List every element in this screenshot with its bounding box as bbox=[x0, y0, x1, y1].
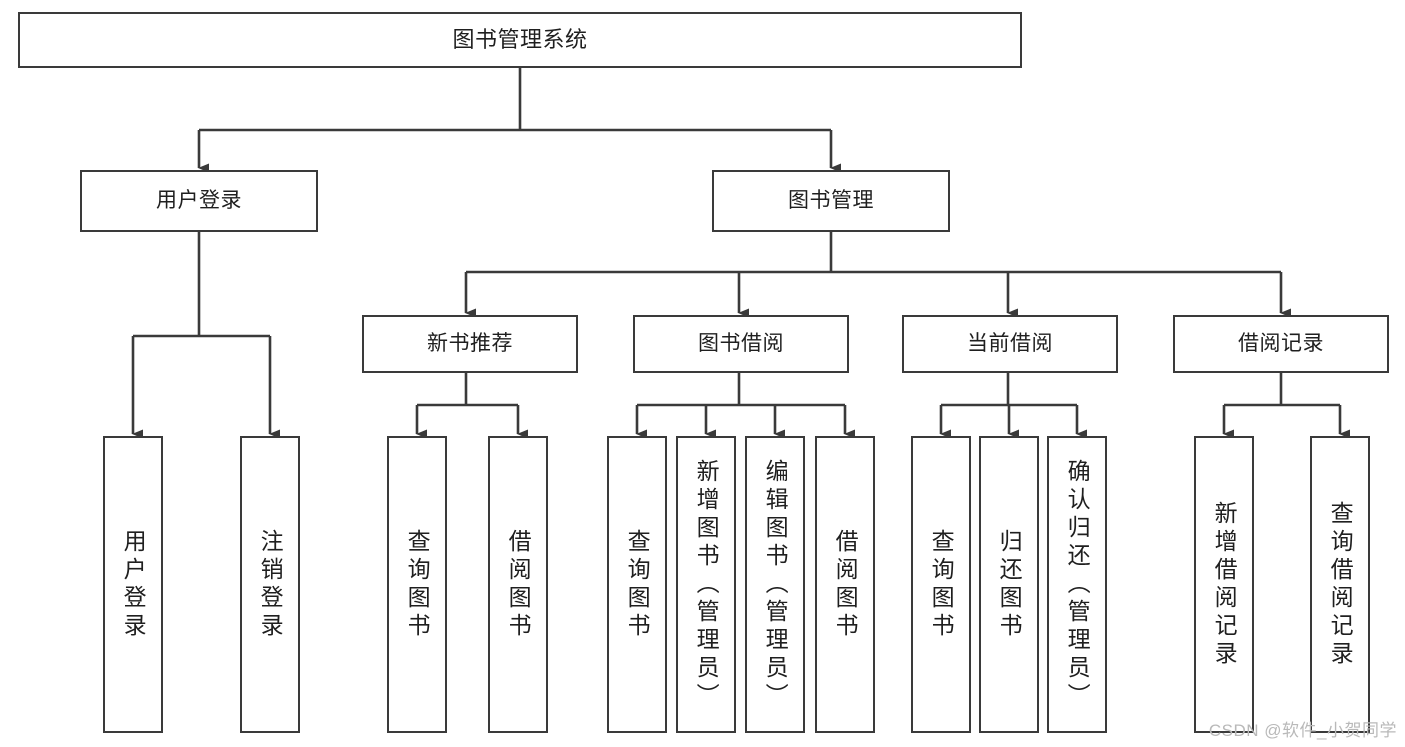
node-book-borrow[interactable]: 图书借阅 bbox=[633, 315, 849, 373]
node-label: 借阅记录 bbox=[1238, 331, 1324, 355]
leaf-logout-login[interactable]: 注销登录 bbox=[240, 436, 300, 733]
node-label: 查询借阅记录 bbox=[1327, 500, 1354, 669]
node-label: 借阅图书 bbox=[832, 528, 859, 641]
node-label: 新书推荐 bbox=[427, 331, 513, 355]
leaf-add-book[interactable]: 新增图书（管理员） bbox=[676, 436, 736, 733]
node-label: 借阅图书 bbox=[505, 528, 532, 641]
node-label: 用户登录 bbox=[156, 188, 242, 212]
leaf-query-book-current[interactable]: 查询图书 bbox=[911, 436, 971, 733]
node-label: 查询图书 bbox=[928, 528, 955, 641]
node-borrow-record[interactable]: 借阅记录 bbox=[1173, 315, 1389, 373]
node-label: 编辑图书（管理员） bbox=[762, 458, 789, 711]
node-label: 注销登录 bbox=[257, 528, 284, 641]
leaf-borrow-book-recommend[interactable]: 借阅图书 bbox=[488, 436, 548, 733]
node-book-manage[interactable]: 图书管理 bbox=[712, 170, 950, 232]
node-label: 确认归还（管理员） bbox=[1064, 458, 1091, 711]
leaf-user-login[interactable]: 用户登录 bbox=[103, 436, 163, 733]
node-label: 图书借阅 bbox=[698, 331, 784, 355]
node-label: 图书管理系统 bbox=[452, 27, 588, 53]
leaf-return-book[interactable]: 归还图书 bbox=[979, 436, 1039, 733]
node-label: 当前借阅 bbox=[967, 331, 1053, 355]
node-user-login[interactable]: 用户登录 bbox=[80, 170, 318, 232]
node-label: 用户登录 bbox=[120, 528, 147, 641]
node-current-borrow[interactable]: 当前借阅 bbox=[902, 315, 1118, 373]
leaf-borrow-book[interactable]: 借阅图书 bbox=[815, 436, 875, 733]
node-label: 查询图书 bbox=[404, 528, 431, 641]
node-label: 图书管理 bbox=[788, 188, 874, 212]
watermark-text: CSDN @软件_小贺同学 bbox=[1208, 721, 1397, 740]
node-new-book-recommend[interactable]: 新书推荐 bbox=[362, 315, 578, 373]
node-label: 归还图书 bbox=[996, 528, 1023, 641]
node-label: 新增借阅记录 bbox=[1211, 500, 1238, 669]
leaf-edit-book[interactable]: 编辑图书（管理员） bbox=[745, 436, 805, 733]
leaf-confirm-return[interactable]: 确认归还（管理员） bbox=[1047, 436, 1107, 733]
node-label: 查询图书 bbox=[624, 528, 651, 641]
leaf-query-book-borrow[interactable]: 查询图书 bbox=[607, 436, 667, 733]
node-label: 新增图书（管理员） bbox=[693, 458, 720, 711]
node-root-system[interactable]: 图书管理系统 bbox=[18, 12, 1022, 68]
leaf-query-borrow-record[interactable]: 查询借阅记录 bbox=[1310, 436, 1370, 733]
leaf-add-borrow-record[interactable]: 新增借阅记录 bbox=[1194, 436, 1254, 733]
leaf-query-book-recommend[interactable]: 查询图书 bbox=[387, 436, 447, 733]
